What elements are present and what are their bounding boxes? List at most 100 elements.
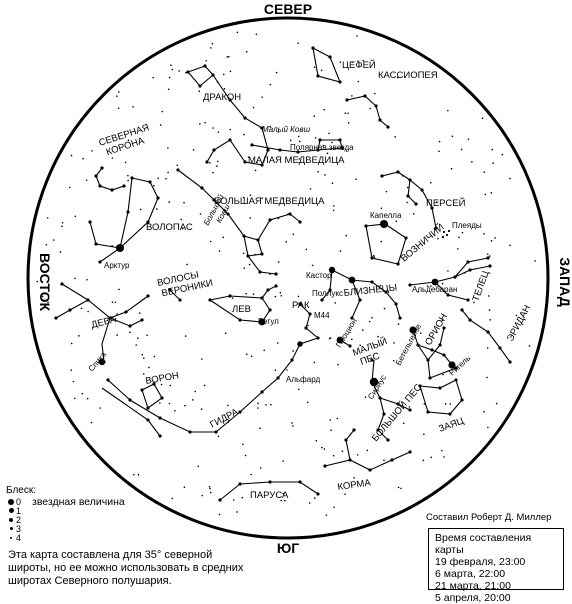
star	[212, 171, 214, 174]
time-row-2: 21 марта, 21:00	[435, 580, 511, 592]
star	[90, 421, 93, 424]
star	[428, 376, 432, 380]
star	[328, 132, 330, 135]
star	[156, 208, 158, 210]
star	[325, 514, 328, 516]
star	[374, 104, 378, 108]
star	[229, 128, 232, 131]
star	[236, 31, 239, 34]
star	[100, 166, 104, 170]
star	[148, 366, 150, 369]
star	[460, 148, 463, 151]
label-cassiopeia: КАССИОПЕЯ	[378, 70, 438, 81]
star	[438, 150, 440, 153]
star	[297, 388, 300, 391]
star	[231, 297, 234, 299]
star	[446, 293, 450, 297]
label-eridanus: ЭРИДАН	[505, 303, 533, 343]
star	[454, 378, 458, 382]
star	[276, 342, 279, 344]
star	[68, 308, 72, 312]
star	[491, 148, 494, 151]
star	[226, 56, 228, 58]
star	[216, 81, 219, 83]
star	[344, 493, 346, 496]
star	[341, 450, 344, 453]
star	[328, 55, 332, 59]
star	[397, 323, 400, 325]
star	[401, 174, 404, 177]
legend-row-1: 1	[6, 506, 36, 516]
star	[250, 143, 254, 147]
star	[160, 383, 163, 386]
star	[344, 438, 348, 442]
star	[208, 298, 212, 302]
star	[91, 150, 93, 152]
star	[420, 332, 422, 334]
star	[430, 181, 432, 184]
legend-mag-3: 3	[16, 523, 22, 534]
star	[441, 319, 444, 322]
star	[282, 460, 284, 462]
star	[68, 186, 71, 189]
star	[298, 158, 301, 160]
star	[400, 487, 402, 490]
star	[437, 237, 439, 240]
star	[397, 76, 399, 79]
star	[61, 225, 63, 228]
star	[260, 390, 264, 394]
star	[487, 426, 489, 429]
label-canis-minor: МАЛЫЙПЕС	[351, 335, 393, 369]
star	[142, 357, 145, 359]
star	[192, 399, 194, 401]
star	[408, 406, 411, 408]
star	[430, 206, 434, 210]
star	[394, 302, 398, 306]
star	[316, 74, 320, 78]
star	[345, 150, 348, 152]
star	[393, 342, 395, 344]
star	[363, 94, 367, 98]
star	[132, 105, 134, 108]
star	[139, 208, 142, 211]
star	[228, 294, 232, 298]
star	[168, 76, 171, 79]
star	[380, 240, 383, 243]
star	[218, 250, 221, 252]
star	[404, 236, 408, 240]
star	[116, 95, 118, 98]
star	[397, 486, 400, 489]
star	[156, 196, 160, 200]
star	[106, 378, 110, 382]
label-draco: ДРАКОН	[203, 92, 241, 103]
author-credit: Составил Роберт Д. Миллер	[426, 512, 552, 523]
star	[423, 403, 426, 405]
label-auriga: ВОЗНИЧИЙ	[398, 221, 446, 264]
star	[359, 344, 361, 347]
star	[238, 410, 242, 414]
legend-row-3: 3	[6, 523, 36, 534]
star	[128, 398, 132, 402]
star	[385, 190, 388, 193]
star	[333, 205, 335, 207]
star	[447, 109, 449, 112]
star	[168, 288, 172, 292]
star	[70, 154, 73, 157]
star	[74, 215, 77, 218]
star	[200, 358, 203, 360]
star	[330, 429, 332, 432]
star	[494, 237, 496, 239]
label-little-dipper: Малый Ковш	[262, 125, 311, 134]
star	[298, 480, 302, 484]
star	[288, 212, 292, 216]
star	[257, 402, 259, 404]
direction-north: СЕВЕР	[264, 1, 312, 17]
star	[217, 435, 220, 438]
star	[174, 409, 176, 412]
star	[409, 326, 417, 334]
star	[316, 336, 320, 340]
star	[373, 92, 376, 95]
star	[218, 498, 222, 502]
star	[232, 499, 235, 501]
star	[313, 115, 316, 118]
